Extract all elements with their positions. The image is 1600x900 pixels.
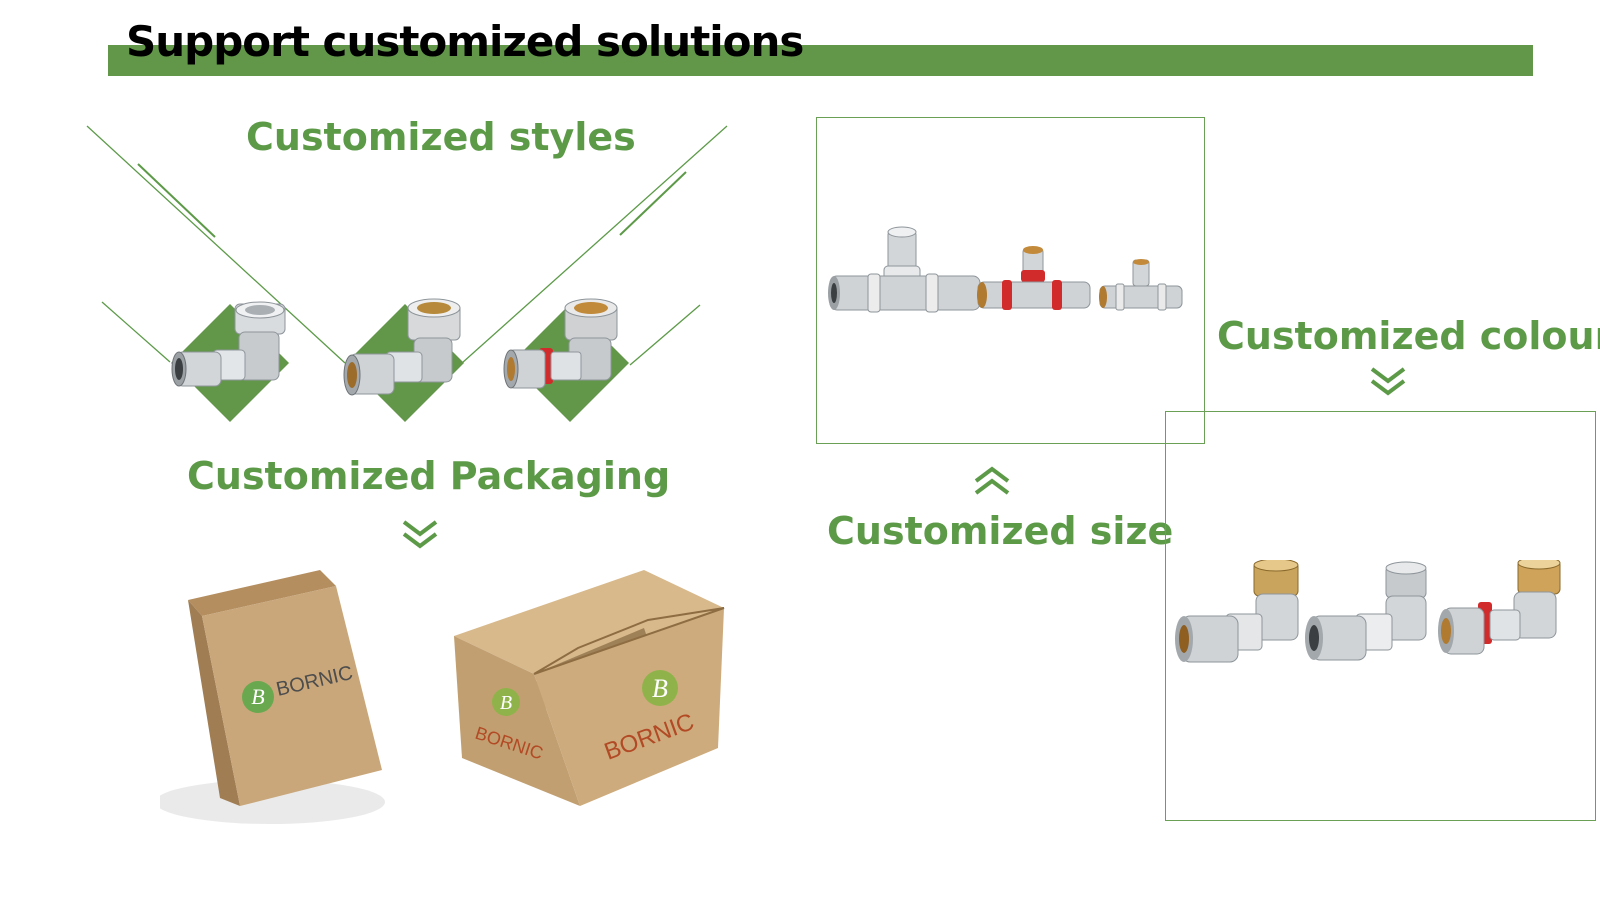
page-title: Support customized solutions [126, 17, 804, 66]
size-frame [816, 117, 1205, 444]
svg-text:B: B [652, 674, 668, 703]
styles-label: Customized styles [246, 115, 636, 159]
small-box-image: B BORNIC [160, 570, 430, 840]
packaging-label: Customized Packaging [187, 454, 671, 498]
chevrons-up-icon [974, 466, 1010, 495]
svg-text:B: B [251, 684, 264, 709]
large-box-image: B BORNIC B BORNIC [448, 570, 738, 830]
size-label: Customized size [827, 509, 1174, 553]
style-fitting-1 [163, 298, 298, 423]
title-bar [108, 45, 1533, 76]
svg-text:B: B [500, 692, 512, 714]
colour-fittings-image [1172, 560, 1592, 680]
decorative-lines [86, 125, 728, 366]
colour-frame [1165, 411, 1596, 821]
colour-label: Customized colour [1217, 314, 1600, 358]
chevrons-down-icon [1370, 367, 1406, 396]
style-fitting-3 [503, 298, 638, 423]
chevrons-down-icon [402, 520, 438, 549]
style-fitting-2 [338, 298, 473, 423]
size-fittings-image [828, 226, 1188, 326]
